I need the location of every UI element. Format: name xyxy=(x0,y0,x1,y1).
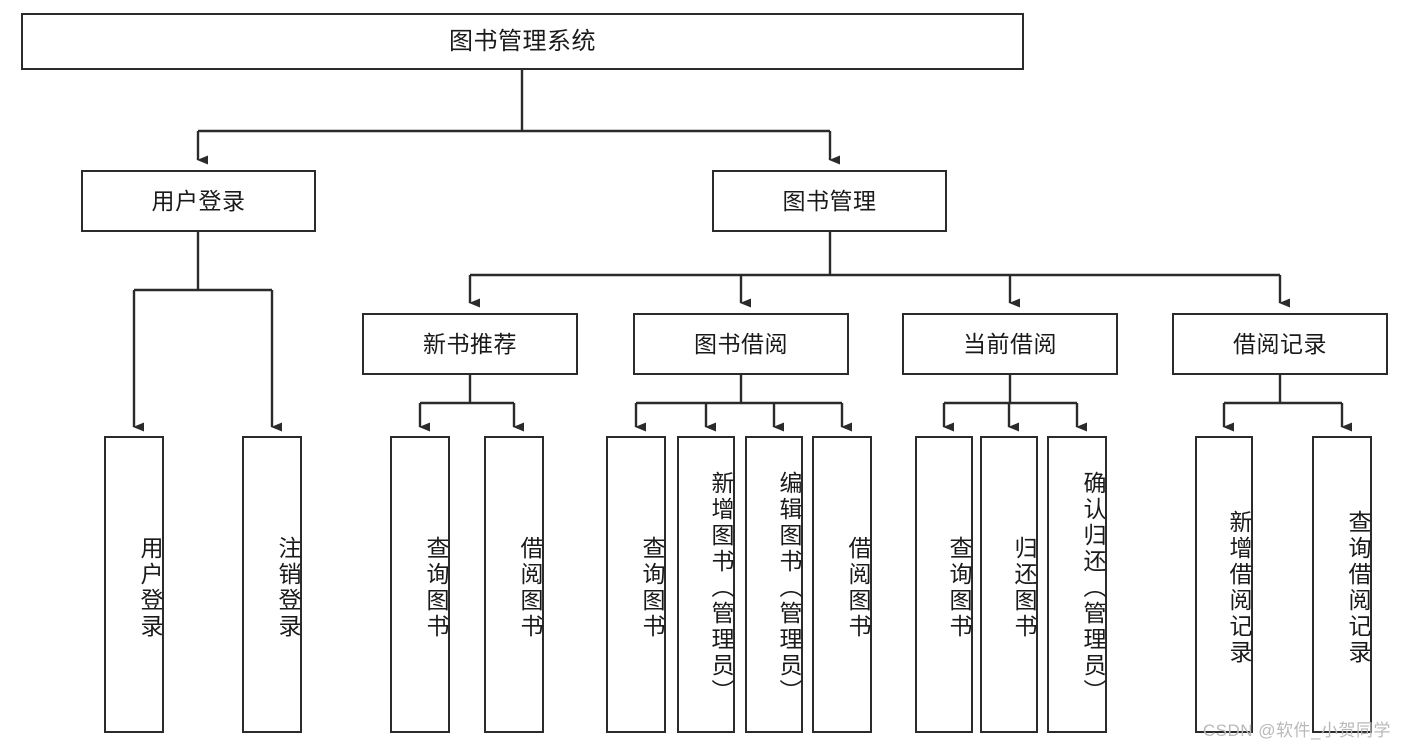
node-user-login[interactable]: 用户登录 xyxy=(81,170,316,232)
leaf-query-book-current[interactable]: 查询图书 xyxy=(915,436,973,733)
leaf-query-borrow-record[interactable]: 查询借阅记录 xyxy=(1312,436,1372,733)
leaf-edit-book-admin[interactable]: 编辑图书（管理员） xyxy=(745,436,803,733)
leaf-label: 查询图书 xyxy=(423,535,449,640)
node-book-borrow[interactable]: 图书借阅 xyxy=(633,313,849,375)
leaf-label: 借阅图书 xyxy=(517,535,543,640)
leaf-borrow-book-recommend[interactable]: 借阅图书 xyxy=(484,436,544,733)
node-new-book-recommend[interactable]: 新书推荐 xyxy=(362,313,578,375)
leaf-logout-login[interactable]: 注销登录 xyxy=(242,436,302,733)
leaf-confirm-return-admin[interactable]: 确认归还（管理员） xyxy=(1047,436,1107,733)
leaf-label: 注销登录 xyxy=(275,535,301,640)
node-current-borrow[interactable]: 当前借阅 xyxy=(902,313,1118,375)
leaf-user-login[interactable]: 用户登录 xyxy=(104,436,164,733)
leaf-return-book[interactable]: 归还图书 xyxy=(980,436,1038,733)
leaf-add-book-admin[interactable]: 新增图书（管理员） xyxy=(677,436,735,733)
leaf-label: 归还图书 xyxy=(1011,535,1037,640)
leaf-label: 查询借阅记录 xyxy=(1345,509,1371,666)
leaf-label: 用户登录 xyxy=(137,535,163,640)
node-root-system[interactable]: 图书管理系统 xyxy=(21,13,1024,70)
node-borrow-record[interactable]: 借阅记录 xyxy=(1172,313,1388,375)
node-book-management[interactable]: 图书管理 xyxy=(712,170,947,232)
leaf-label: 确认归还（管理员） xyxy=(1080,470,1106,705)
leaf-label: 新增借阅记录 xyxy=(1226,509,1252,666)
leaf-query-book-borrow[interactable]: 查询图书 xyxy=(606,436,666,733)
leaf-query-book-recommend[interactable]: 查询图书 xyxy=(390,436,450,733)
leaf-borrow-book[interactable]: 借阅图书 xyxy=(812,436,872,733)
leaf-label: 查询图书 xyxy=(946,535,972,640)
leaf-add-borrow-record[interactable]: 新增借阅记录 xyxy=(1195,436,1253,733)
leaf-label: 借阅图书 xyxy=(845,535,871,640)
leaf-label: 新增图书（管理员） xyxy=(708,470,734,705)
leaf-label: 编辑图书（管理员） xyxy=(776,470,802,705)
leaf-label: 查询图书 xyxy=(639,535,665,640)
watermark-text: CSDN @软件_小贺同学 xyxy=(1202,721,1391,740)
